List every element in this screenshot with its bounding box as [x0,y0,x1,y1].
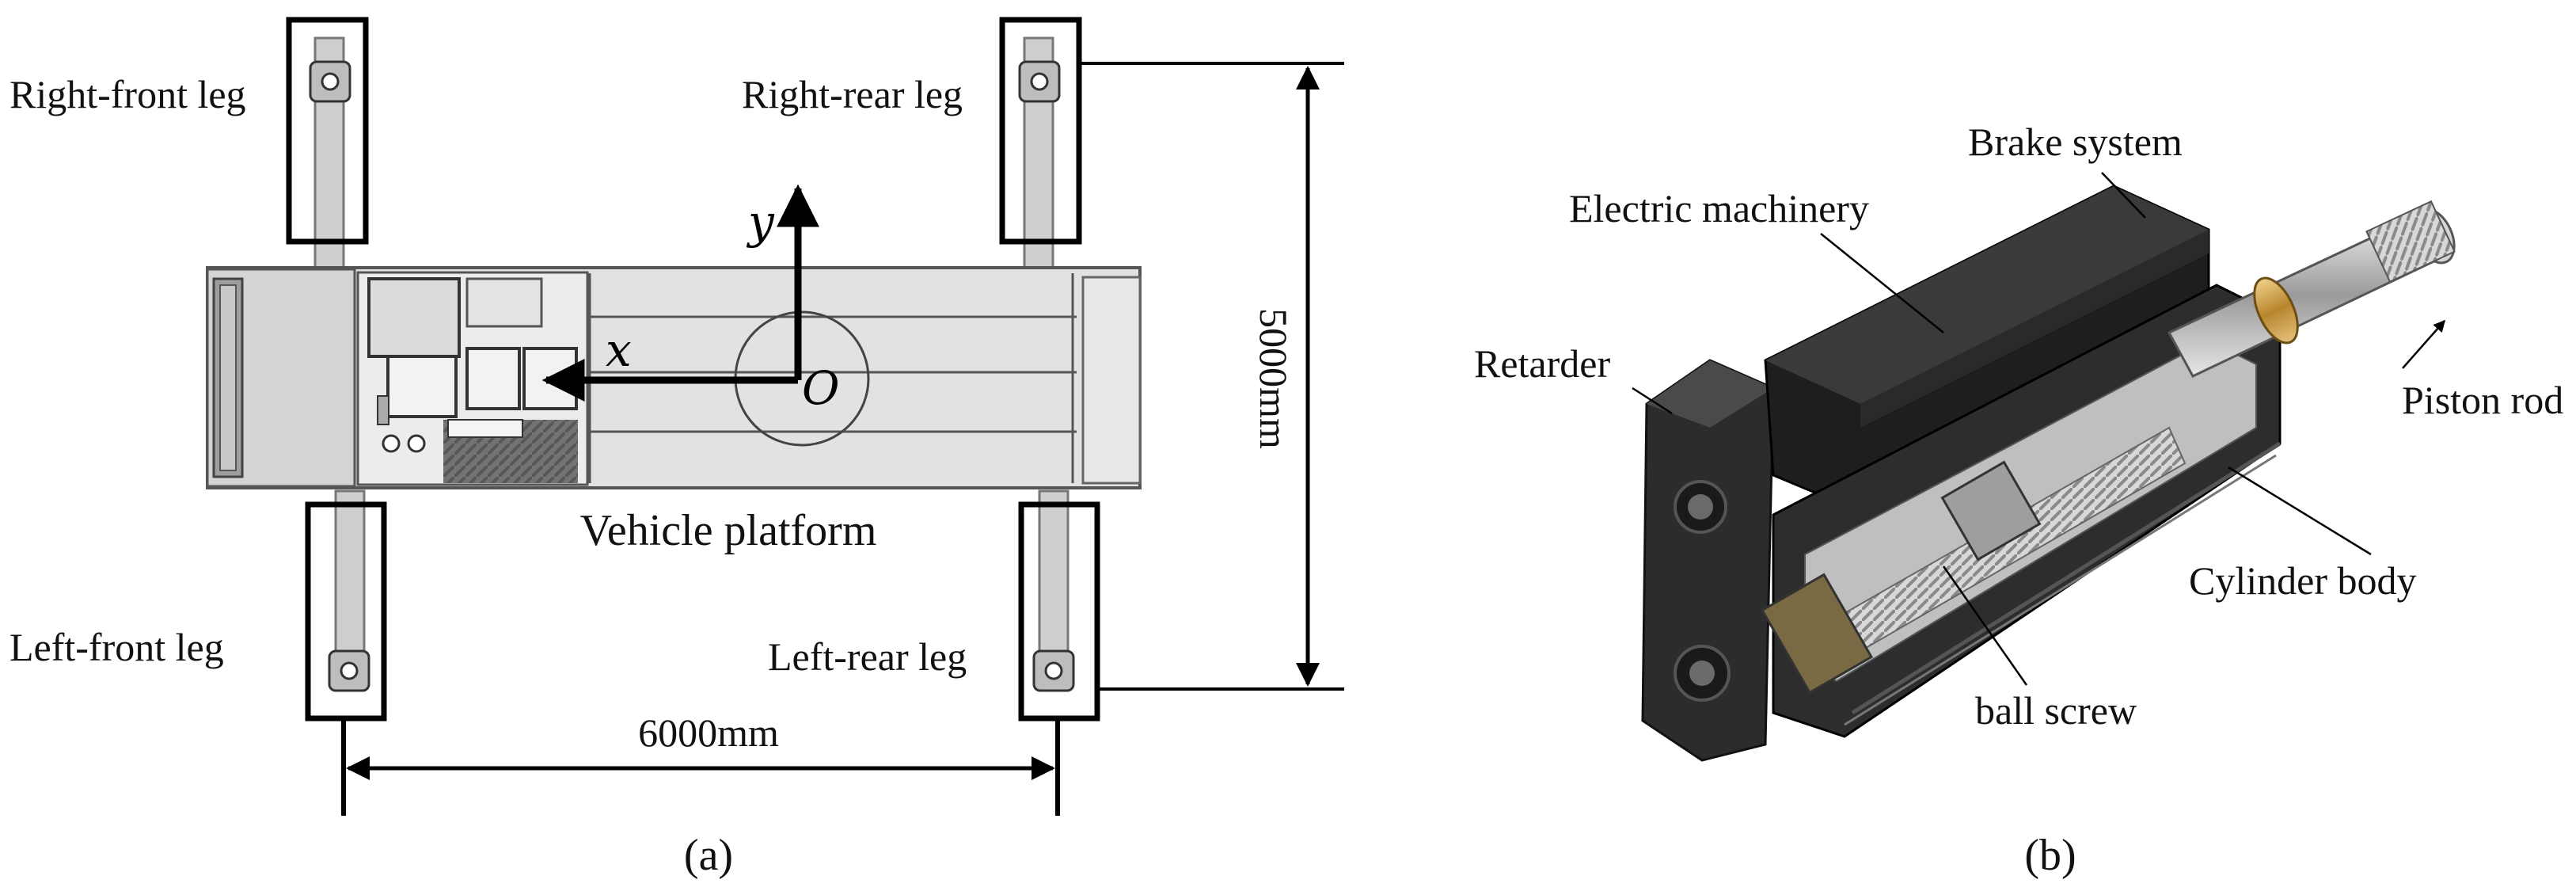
height-dimension-label: 5000mm [1252,308,1296,449]
motor-leader [1820,233,1944,333]
cylinder-leader [2228,466,2372,556]
right-rear-leg-box [999,17,1082,245]
piston-rod-label: Piston rod [2402,378,2563,422]
leader-lines [1632,172,2445,686]
origin-label: O [802,361,840,415]
cylinder-body-label: Cylinder body [2189,558,2416,603]
dimension-5000: 5000mm [1079,62,1344,691]
vehicle-platform-label: Vehicle platform [580,506,877,555]
ball-screw-label: ball screw [1975,688,2137,733]
panel-a: y x O 5000mm 6000mm Right-front leg Righ… [9,17,1344,880]
right-front-leg-label: Right-front leg [9,72,246,116]
brake-leader [2101,172,2146,219]
caption-a: (a) [684,831,733,880]
retarder-label: Retarder [1474,341,1610,386]
right-front-leg-box [286,17,369,245]
electric-machinery-label: Electric machinery [1569,186,1869,230]
x-axis-label: x [606,323,632,377]
piston-leader [2402,319,2445,369]
leg-foot-pads [309,60,1075,692]
left-rear-leg-label: Left-rear leg [768,634,967,679]
caption-b: (b) [2024,831,2076,880]
brake-system-label: Brake system [1968,120,2183,164]
screw-leader [1942,565,2028,686]
coordinate-axes: y x O [541,184,840,415]
left-front-leg-label: Left-front leg [9,625,224,669]
y-axis-label: y [746,195,775,249]
dimension-6000: 6000mm [341,710,1060,816]
panel-b: Brake system Electric machinery Retarder… [1474,120,2563,880]
width-dimension-label: 6000mm [638,710,779,755]
right-rear-leg-label: Right-rear leg [742,72,963,116]
retarder-leader [1632,386,1673,415]
actuator-illustration [1641,185,2456,762]
